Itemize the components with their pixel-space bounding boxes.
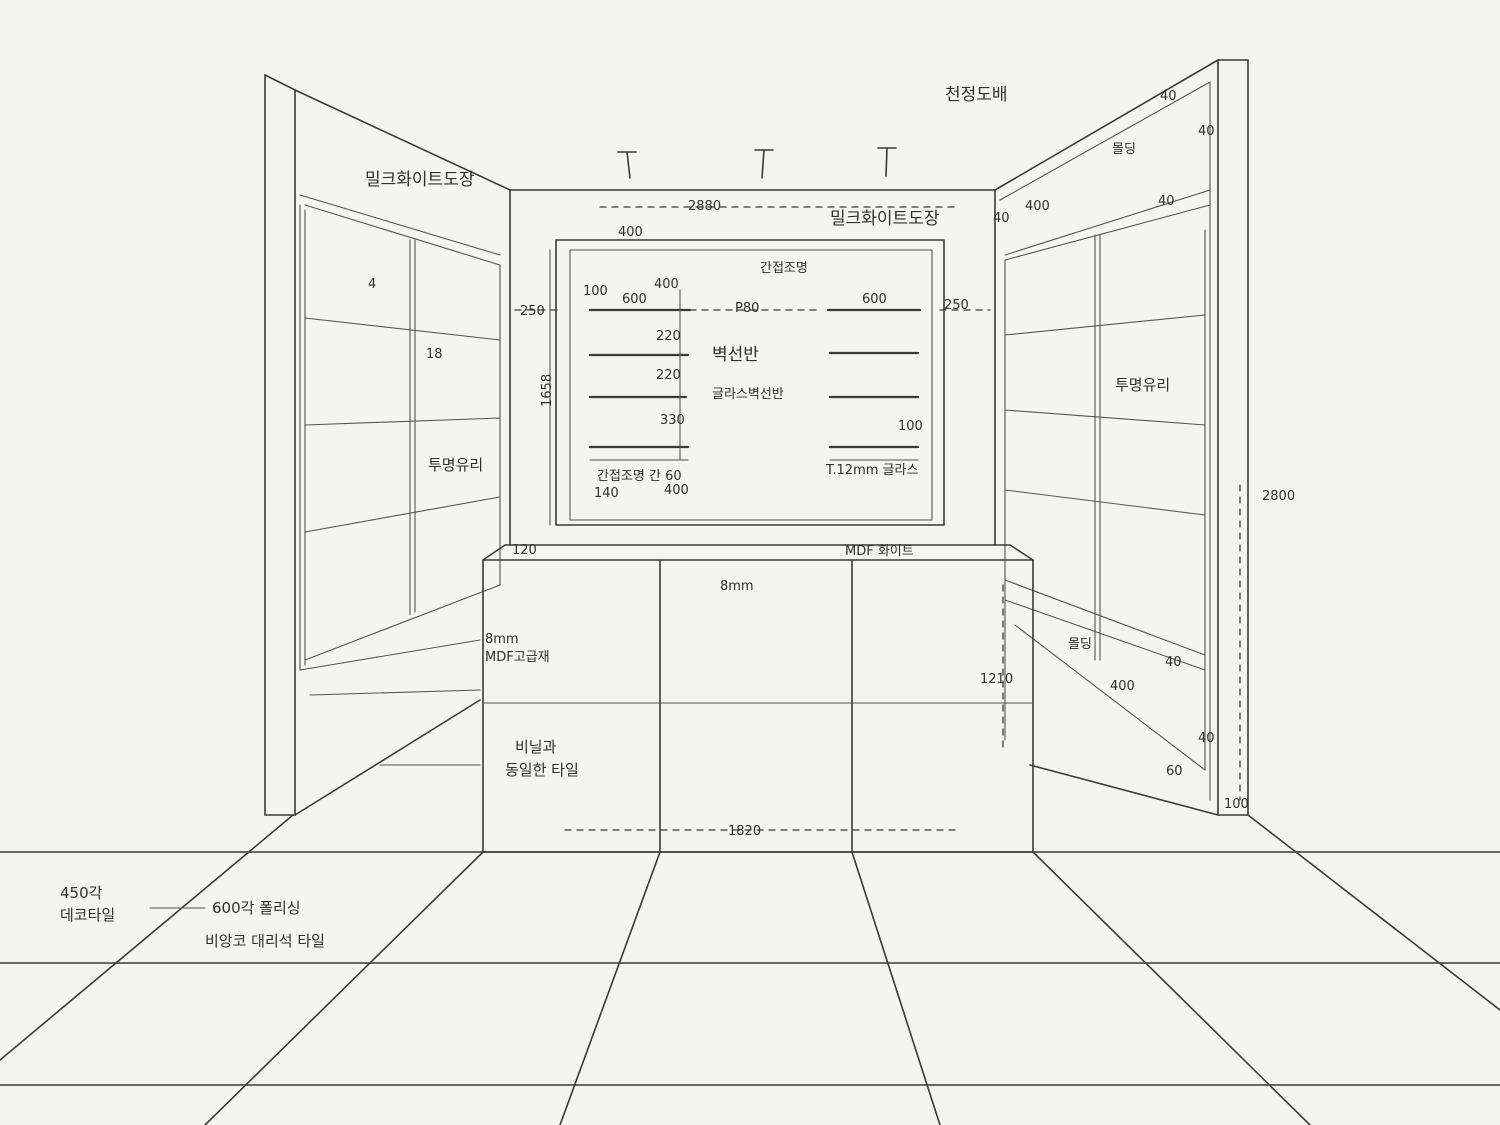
dim-counter-top-edge: 120 [512,543,537,558]
right-wall [994,59,1249,816]
dim-right-low-2: 40 [1198,731,1215,746]
transparent-glass-left: 투명유리 [428,456,483,474]
counter [482,544,1034,853]
dim-right-low-1: 400 [1110,679,1135,694]
back-wall [509,189,996,546]
dim-left-margin: 250 [520,304,545,319]
counter-finish-line2: 동일한 타일 [505,761,579,779]
right-window-frame [1004,229,1241,801]
left-wall [264,74,511,816]
indirect-light-note: 간접조명 간 60 [597,469,682,484]
dim-bottom-mid: 400 [664,483,689,498]
dim-right-top-3: 40 [993,211,1010,226]
dim-spacing-3: 330 [660,413,685,428]
transparent-glass-right: 투명유리 [1115,376,1170,394]
counter-finish-line1: 비닐과 [515,738,557,756]
glass-shelf-sub: 글라스벽선반 [712,387,784,402]
floor-grid [0,814,1500,1125]
dim-right-margin: 250 [944,298,969,313]
dim-right-base: 100 [1224,797,1249,812]
dim-counter-side-reveal: 8mm [485,632,519,647]
dim-right-top-2: 40 [1198,124,1215,139]
shelf-spec-label: T.12mm 글라스 [825,463,918,478]
dim-shelf-right-width: 600 [862,292,887,307]
dim-spacing-2: 220 [656,368,681,383]
ceiling-finish-label: 천정도배 [945,85,1008,105]
molding-bottom-label: 몰딩 [1068,637,1092,652]
dim-shelf-inner: 400 [654,277,679,292]
floor-deco-line1: 450각 [60,884,103,902]
dim-top-gap: 400 [618,225,643,240]
dim-right-top-5: 40 [1158,194,1175,209]
dim-right-top-4: 400 [1025,199,1050,214]
floor-tile-line1: 600각 폴리싱 [212,899,301,917]
molding-top-label: 몰딩 [1112,142,1136,157]
floor-deco-line2: 데코타일 [60,906,115,924]
dim-room-height: 2800 [1262,489,1295,504]
dim-counter-reveal: 8mm [720,579,754,594]
display-box [514,239,991,526]
dim-left-pane-mark: 4 [368,277,376,292]
ceiling-lights [617,147,897,179]
dim-spacing-1: 220 [656,329,681,344]
dim-box-height: 1658 [540,374,555,407]
dim-counter-width: 1820 [728,824,761,839]
counter-top-label: MDF 화이트 [845,544,914,559]
glass-shelves [588,289,922,461]
left-window-frame [304,209,501,766]
dim-shelf-edge: 100 [583,284,608,299]
dim-right-low-3: 60 [1166,764,1183,779]
dim-shelf-left-width: 600 [622,292,647,307]
dim-bottom-left: 140 [594,486,619,501]
indirect-light-label: 간접조명 [760,261,808,276]
dim-back-width: 2880 [688,199,721,214]
dim-frame-gap: 18 [426,347,443,362]
dim-right-mid-1: 40 [1165,655,1182,670]
glass-shelf-name: 벽선반 [712,345,759,365]
floor-tile-line2: 비앙코 대리석 타일 [205,932,325,950]
left-wall-finish-label: 밀크화이트도장 [365,170,475,190]
back-wall-finish-label: 밀크화이트도장 [830,209,940,229]
dim-right-top-1: 40 [1160,89,1177,104]
dim-right-shelf-note: 100 [898,419,923,434]
counter-panel-label: MDF고급재 [485,650,550,665]
dim-counter-height: 1210 [980,672,1013,687]
dim-shelf-gap: P80 [735,301,759,316]
